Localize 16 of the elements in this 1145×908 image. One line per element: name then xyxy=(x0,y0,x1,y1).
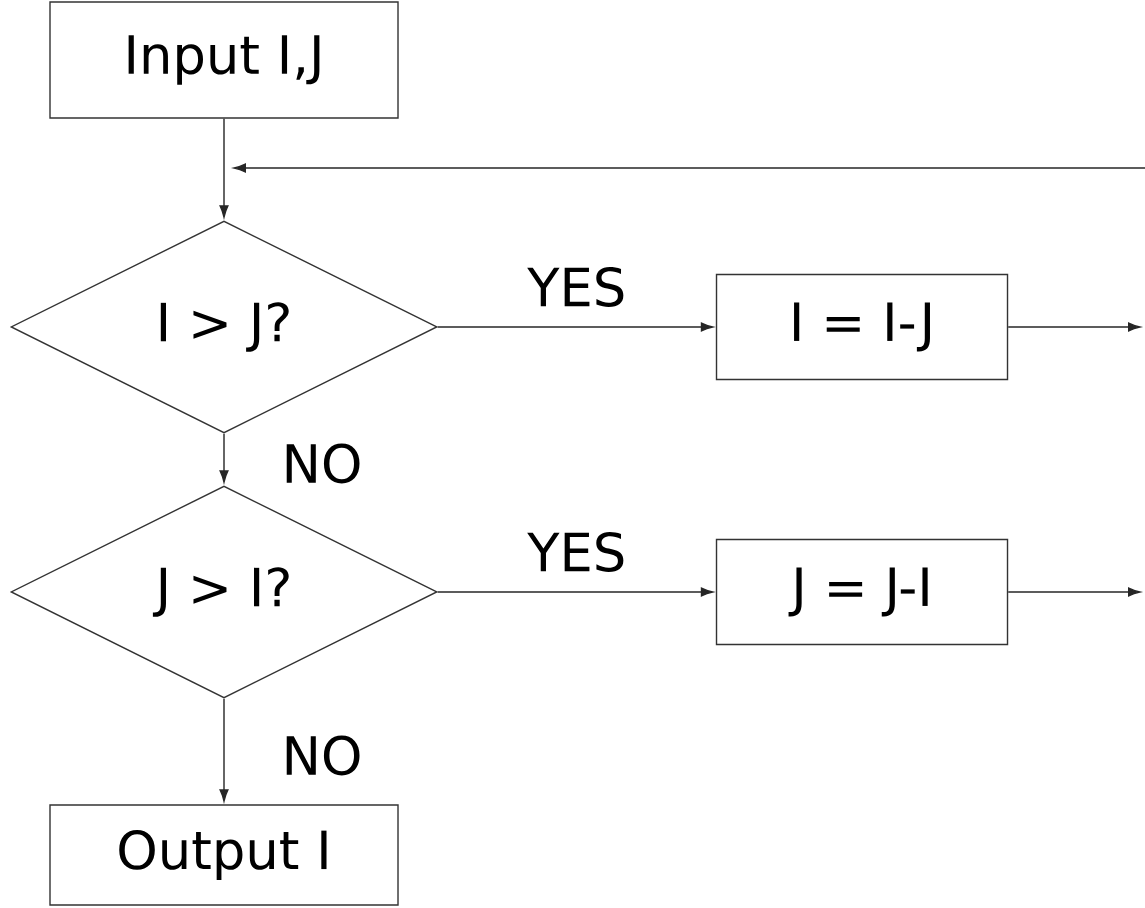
arrow xyxy=(233,163,1145,173)
edge-label: NO xyxy=(279,441,365,486)
edge-label: NO xyxy=(279,733,365,778)
arrow xyxy=(219,433,229,483)
process-box: J = J-I xyxy=(715,538,1009,646)
arrow xyxy=(437,322,714,332)
edge-label: YES xyxy=(525,265,628,309)
arrow xyxy=(219,118,229,218)
arrow xyxy=(1007,322,1141,332)
process-box: Input I,J xyxy=(49,1,399,119)
edge-label: YES xyxy=(525,530,628,574)
arrow xyxy=(437,587,714,597)
arrow xyxy=(1007,587,1141,597)
process-box: I = I-J xyxy=(715,273,1009,381)
arrow xyxy=(219,698,229,802)
process-box: Output I xyxy=(49,804,399,906)
